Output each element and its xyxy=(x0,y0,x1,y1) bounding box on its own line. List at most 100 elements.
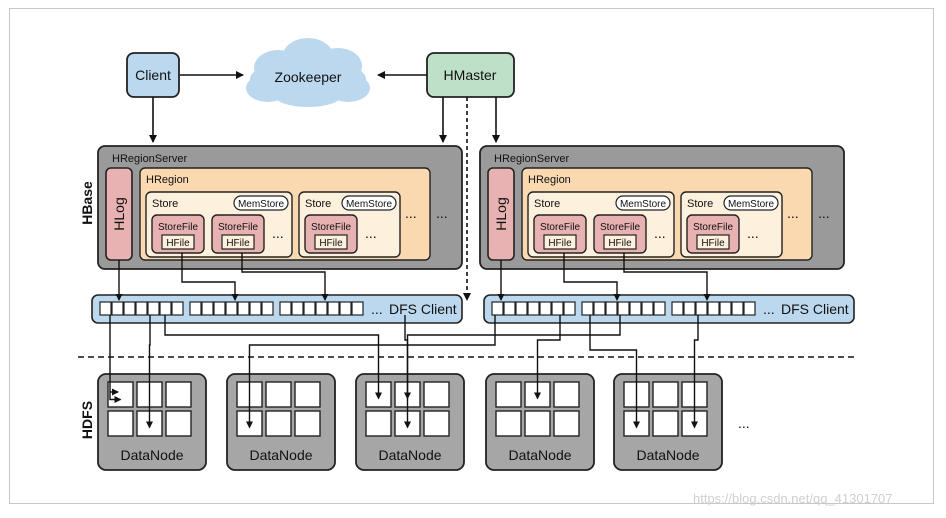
block-buffer xyxy=(671,301,756,316)
block-buffer xyxy=(189,301,274,316)
region-server-title: HRegionServer xyxy=(494,153,570,165)
data-block xyxy=(265,410,292,437)
hdfs-label: HDFS xyxy=(79,401,95,439)
store-label: Store xyxy=(152,198,178,210)
data-block xyxy=(652,381,679,408)
storefile-label: StoreFile xyxy=(540,222,580,233)
client-label: Client xyxy=(135,67,171,83)
zookeeper-node: Zookeeper xyxy=(246,38,370,107)
hfile xyxy=(543,234,577,250)
block-buffer xyxy=(581,301,666,316)
hfile-label: HFile xyxy=(226,238,250,249)
region-server-title: HRegionServer xyxy=(112,153,188,165)
replication-link xyxy=(534,315,561,400)
data-block xyxy=(423,410,450,437)
data-block xyxy=(495,381,522,408)
datanode: DataNode xyxy=(355,373,465,471)
hbase-label: HBase xyxy=(79,181,95,225)
dfs-client-label: DFS Client xyxy=(389,301,457,317)
block-buffer xyxy=(279,301,364,316)
storefile-label: StoreFile xyxy=(311,222,351,233)
datanode-label: DataNode xyxy=(378,447,441,463)
data-block xyxy=(107,410,134,437)
datanode-label: DataNode xyxy=(249,447,312,463)
zookeeper-label: Zookeeper xyxy=(275,69,342,85)
hfile-label: HFile xyxy=(608,238,632,249)
storefile-ellipsis: ... xyxy=(365,225,377,241)
data-block xyxy=(294,381,321,408)
hfile-label: HFile xyxy=(548,238,572,249)
hfile-label: HFile xyxy=(319,238,343,249)
datanode: DataNode xyxy=(485,373,595,471)
store-ellipsis: ... xyxy=(405,205,417,221)
hfile xyxy=(696,234,730,250)
storefile-label: StoreFile xyxy=(693,222,733,233)
datanode-label: DataNode xyxy=(636,447,699,463)
replication-link xyxy=(109,315,122,403)
cloud-icon xyxy=(246,38,370,107)
region-ellipsis: ... xyxy=(436,205,448,221)
store: Store MemStoreStoreFileHFile... xyxy=(680,191,783,258)
hmaster-label: HMaster xyxy=(444,67,497,83)
data-block xyxy=(165,381,192,408)
dfs-client: ... DFS Client xyxy=(91,294,463,324)
region-ellipsis: ... xyxy=(818,205,830,221)
dfs-client-label: DFS Client xyxy=(781,301,849,317)
datanode-ellipsis: ... xyxy=(738,415,750,431)
top-connectors xyxy=(149,71,500,301)
dfs-client: ... DFS Client xyxy=(483,294,855,324)
storefile-label: StoreFile xyxy=(158,222,198,233)
storefile-label: StoreFile xyxy=(600,222,640,233)
hfile xyxy=(603,234,637,250)
data-block xyxy=(495,410,522,437)
hfile-label: HFile xyxy=(166,238,190,249)
data-block xyxy=(524,410,551,437)
memstore xyxy=(341,195,397,211)
client-node: Client xyxy=(126,52,180,98)
memstore-label: MemStore xyxy=(620,199,667,210)
store-label: Store xyxy=(687,198,713,210)
hfile-label: HFile xyxy=(701,238,725,249)
storefile-ellipsis: ... xyxy=(272,225,284,241)
replication-link xyxy=(589,315,640,429)
memstore xyxy=(723,195,779,211)
data-block xyxy=(165,410,192,437)
storefile-ellipsis: ... xyxy=(747,225,759,241)
watermark: https://blog.csdn.net/qq_41301707 xyxy=(693,491,893,506)
memstore-label: MemStore xyxy=(728,199,775,210)
memstore-label: MemStore xyxy=(346,199,393,210)
replication-link xyxy=(404,315,411,400)
hlog: HLog xyxy=(487,167,515,261)
datanode-label: DataNode xyxy=(120,447,183,463)
block-buffer xyxy=(491,301,576,316)
hlog-label: HLog xyxy=(493,197,509,230)
dfs-ellipsis: ... xyxy=(763,301,775,317)
store: Store MemStoreStoreFileHFile... xyxy=(298,191,401,258)
memstore xyxy=(615,195,671,211)
datanode: DataNode xyxy=(97,373,207,471)
data-block xyxy=(553,381,580,408)
store-label: Store xyxy=(305,198,331,210)
server-to-dfs-arrows xyxy=(497,253,711,301)
store-label: Store xyxy=(534,198,560,210)
datanode: DataNode xyxy=(226,373,336,471)
datanode-label: DataNode xyxy=(508,447,571,463)
block-buffer xyxy=(99,301,184,316)
server-to-dfs-arrows xyxy=(115,253,329,301)
data-block xyxy=(652,410,679,437)
replication-link xyxy=(246,315,496,429)
hlog-label: HLog xyxy=(111,197,127,230)
memstore-label: MemStore xyxy=(238,199,285,210)
dfs-ellipsis: ... xyxy=(371,301,383,317)
storefile-label: StoreFile xyxy=(218,222,258,233)
